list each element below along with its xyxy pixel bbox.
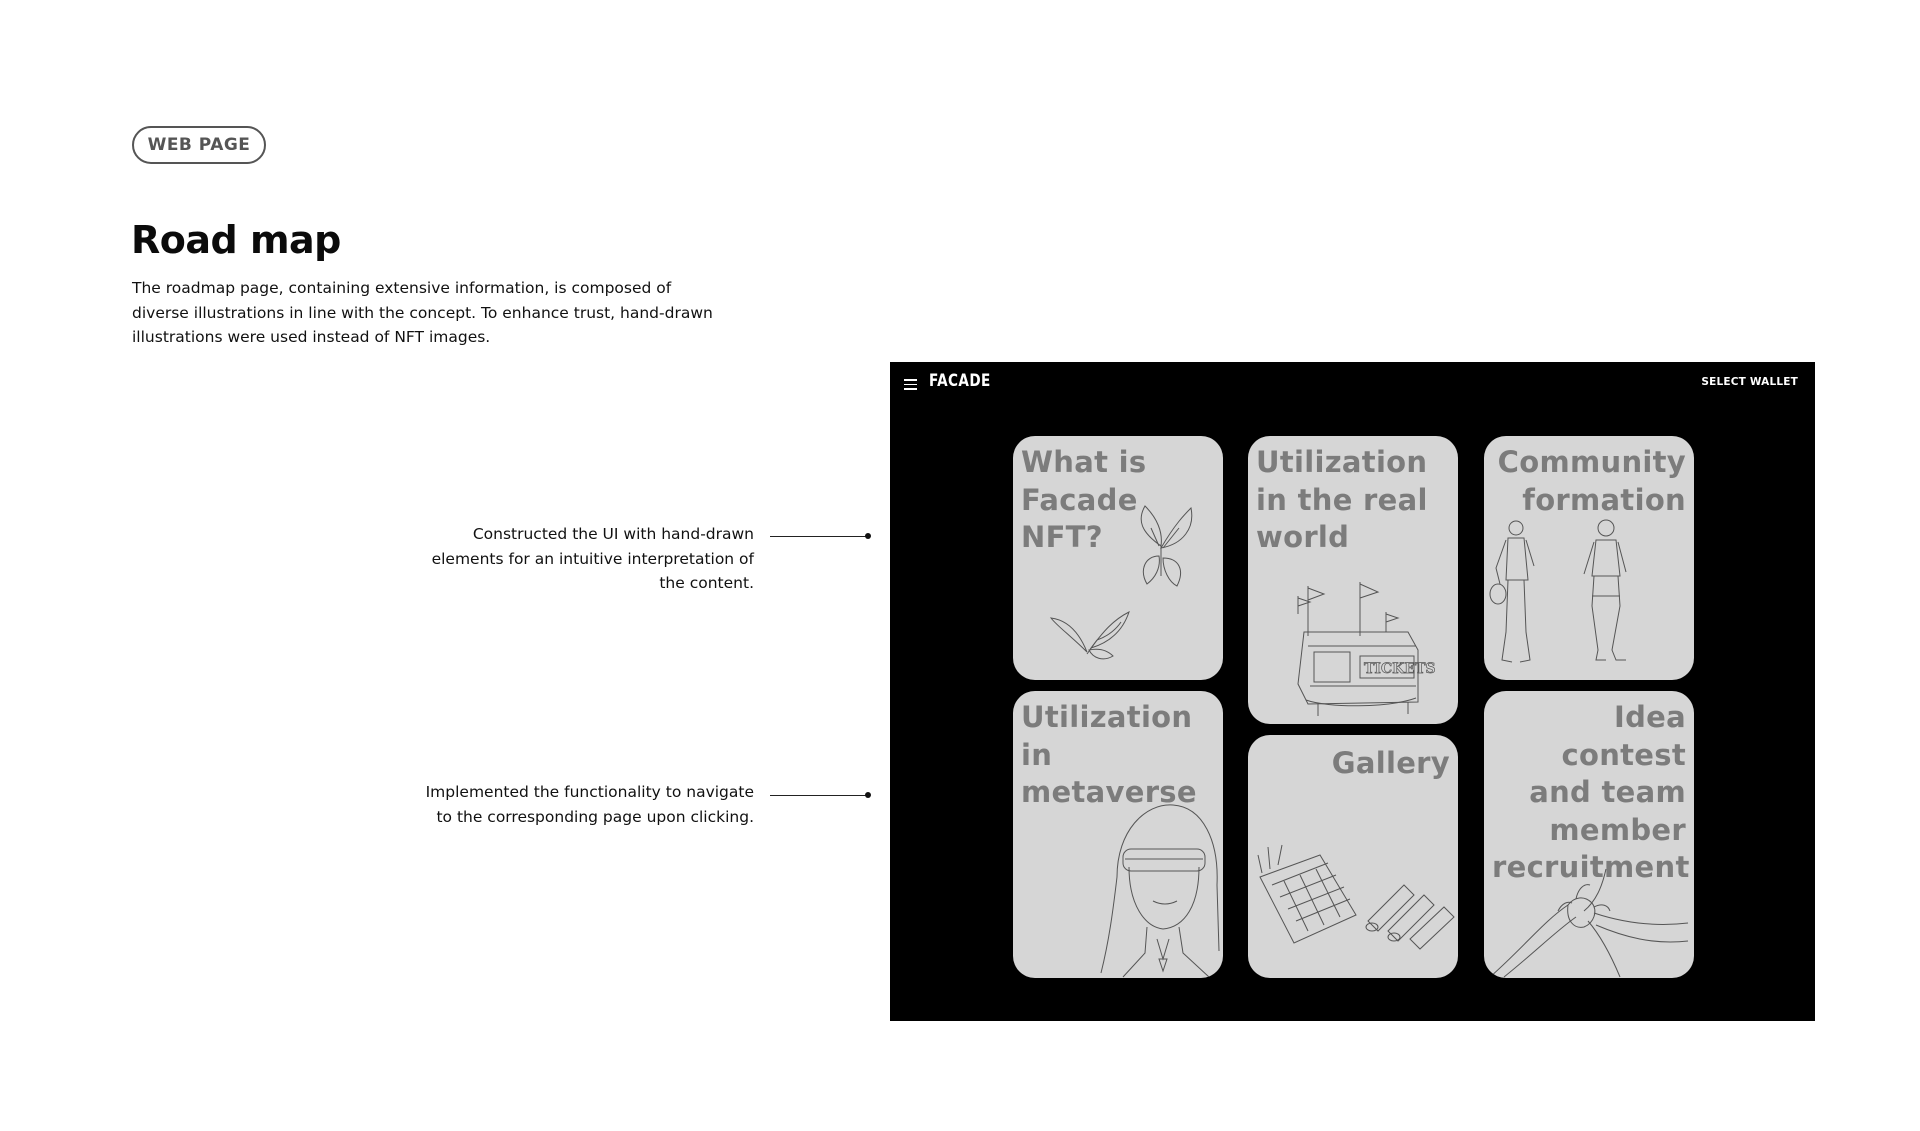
art-supplies-sketch-icon [1257, 844, 1455, 950]
card-title: Community formation [1497, 445, 1686, 517]
annotation-leader-dot [865, 533, 871, 539]
web-page-tag: WEB PAGE [132, 126, 266, 164]
annotation-hand-drawn: Constructed the UI with hand-drawn eleme… [431, 525, 754, 592]
page-title: Road map [131, 218, 341, 262]
ticket-booth-sketch-icon: TICKETS [1297, 582, 1436, 716]
annotation-navigation: Implemented the functionality to navigat… [425, 783, 754, 826]
card-title: Gallery [1331, 746, 1450, 780]
people-standing-sketch-icon [1489, 519, 1627, 663]
page-description: The roadmap page, containing extensive i… [132, 279, 713, 346]
card-metaverse[interactable]: Utilization in metaverse [1013, 691, 1223, 978]
card-title: Utilization in metaverse [1021, 700, 1197, 809]
card-community[interactable]: Community formation [1484, 436, 1694, 680]
annotation-leader-line [770, 795, 868, 796]
vr-headset-girl-sketch-icon [1100, 804, 1220, 978]
site-screenshot: FACADE SELECT WALLET What is Facade NFT? [890, 362, 1815, 1021]
card-idea-contest[interactable]: Idea contest and team member recruitment [1484, 691, 1694, 978]
card-title: Idea contest and team member recruitment [1492, 700, 1690, 884]
annotation-leader-dot [865, 792, 871, 798]
card-real-world[interactable]: TICKETS Utilization in the real world [1248, 436, 1458, 724]
card-title: Utilization in the real world [1256, 445, 1428, 554]
card-what-is-facade[interactable]: What is Facade NFT? [1013, 436, 1223, 680]
hamburger-menu-icon[interactable] [904, 379, 917, 391]
joined-hands-sketch-icon [1489, 868, 1689, 978]
select-wallet-button[interactable]: SELECT WALLET [1701, 376, 1798, 388]
card-title: What is Facade NFT? [1021, 445, 1147, 554]
butterflies-sketch-icon [1049, 505, 1193, 660]
card-gallery[interactable]: Gallery [1248, 735, 1458, 978]
brand-logo[interactable]: FACADE [929, 371, 991, 391]
annotation-leader-line [770, 536, 868, 537]
svg-text:TICKETS: TICKETS [1364, 661, 1435, 677]
